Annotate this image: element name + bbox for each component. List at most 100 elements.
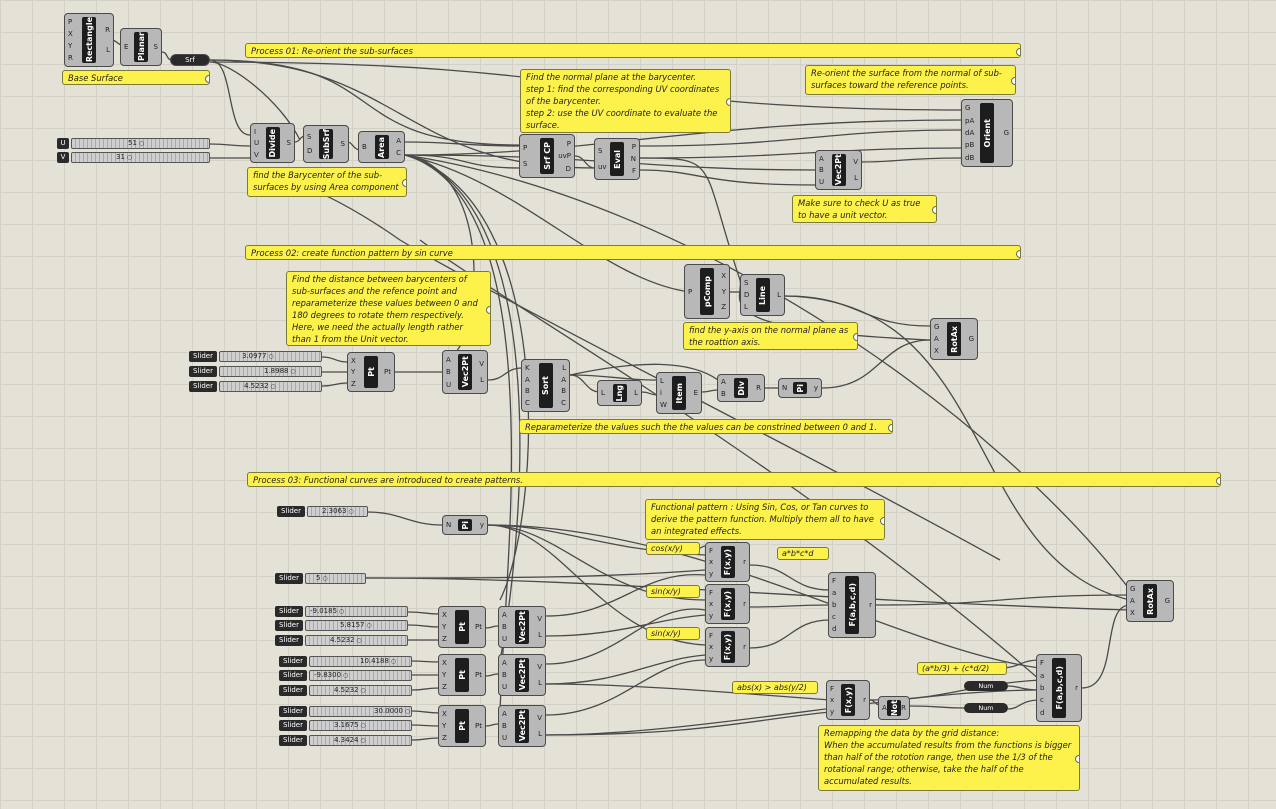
port[interactable]: A [502,659,507,667]
process03-group-label[interactable]: Process 03: Functional curves are introd… [247,472,1221,487]
port[interactable]: V [254,150,259,159]
port[interactable]: U [254,139,260,147]
slider-track[interactable]: 5 [305,573,366,584]
port[interactable]: D [744,291,750,299]
port[interactable]: y [709,611,714,620]
pi-component-1[interactable]: N Pi y [778,378,822,398]
c-x-slider[interactable]: Slider 30.0000 [279,706,412,717]
slider-track[interactable]: 2.3063 [307,506,368,517]
a-x-slider[interactable]: Slider -9.0185 [275,606,408,617]
five-slider[interactable]: Slider 5 [275,573,366,584]
port[interactable]: r [1075,684,1078,692]
port[interactable]: X [442,611,447,619]
port[interactable]: L [601,389,605,397]
planar-component[interactable]: E Planar S [120,28,162,66]
process02-group-label[interactable]: Process 02: create function pattern by s… [245,245,1021,260]
port[interactable]: a [1040,671,1045,680]
port[interactable]: d [832,625,837,633]
port[interactable]: B [502,671,507,679]
port[interactable]: B [362,143,367,151]
port[interactable]: A [1130,597,1135,605]
port[interactable]: N [446,521,452,529]
port[interactable]: C [561,399,566,408]
port[interactable]: B [502,722,507,730]
port[interactable]: L [634,389,638,397]
slider-track[interactable]: 10.4188 [309,656,412,667]
port[interactable]: F [830,684,835,693]
port[interactable]: P [566,139,571,148]
remap-note[interactable]: Remapping the data by the grid distance:… [818,725,1080,791]
distance-note[interactable]: Find the distance between barycenters of… [286,271,491,346]
port[interactable]: R [756,384,761,392]
port[interactable]: L [777,291,781,299]
port[interactable]: D [307,147,313,156]
c-z-slider[interactable]: Slider 4.3424 [279,735,412,746]
slider-track[interactable]: 1.8988 [219,366,322,377]
port[interactable]: G [965,104,971,113]
gate-not-component[interactable]: A Not R [878,696,910,720]
port[interactable]: B [721,389,726,398]
barycenter-note[interactable]: find the Barycenter of the sub- surfaces… [247,167,407,197]
sin-expression-2[interactable]: sin(x/y) [646,627,700,640]
port[interactable]: P [688,287,693,296]
port[interactable]: Y [351,368,356,376]
process01-group-label[interactable]: Process 01: Re-orient the sub-surfaces [245,43,1021,58]
port[interactable]: Pt [384,368,391,376]
port[interactable]: P [68,18,73,26]
port[interactable]: y [479,521,484,529]
a-z-slider[interactable]: Slider 4.5232 [275,635,408,646]
port[interactable]: b [1040,683,1045,692]
port[interactable]: Z [351,379,356,388]
port[interactable]: R [105,26,110,34]
port[interactable]: Y [442,671,447,679]
port[interactable]: c [832,613,836,621]
port[interactable]: V [479,359,484,368]
port[interactable]: r [869,601,872,609]
port[interactable]: r [743,600,746,608]
port[interactable]: Z [442,683,447,691]
sin-expression-1[interactable]: sin(x/y) [646,585,700,598]
ref-x-slider[interactable]: Slider 3.0977 [189,351,322,362]
port[interactable]: L [106,46,110,54]
port[interactable]: A [819,154,824,163]
port[interactable]: V [537,663,542,671]
port[interactable]: B [819,166,824,174]
port[interactable]: A [396,136,401,145]
port[interactable]: D [565,164,571,173]
pi-component-2[interactable]: N Pi y [442,515,488,535]
b-y-slider[interactable]: Slider -9.8300 [279,670,412,681]
port[interactable]: B [502,623,507,631]
b-z-slider[interactable]: Slider 4.5232 [279,685,412,696]
port[interactable]: i [660,389,662,397]
a-y-slider[interactable]: Slider 5.8157 [275,620,408,631]
port[interactable]: A [525,375,530,384]
port[interactable]: S [598,147,603,155]
port[interactable]: B [446,368,451,376]
b-x-slider[interactable]: Slider 10.4188 [279,656,412,667]
port[interactable]: r [743,643,746,651]
port[interactable]: pB [965,141,975,150]
slider-track[interactable]: 3.0977 [219,351,322,362]
port[interactable]: S [286,139,291,147]
port[interactable]: dA [965,128,975,137]
slider-track[interactable]: 51 [71,138,210,149]
port[interactable]: F [709,588,714,597]
port[interactable]: L [660,377,664,385]
port[interactable]: C [396,149,401,158]
port[interactable]: S [744,279,749,287]
compare-expression[interactable]: abs(x) > abs(y/2) [732,681,818,694]
slider-track[interactable]: 30.0000 [309,706,412,717]
port[interactable]: W [660,401,667,409]
port[interactable]: E [693,389,698,397]
port[interactable]: y [813,384,818,392]
